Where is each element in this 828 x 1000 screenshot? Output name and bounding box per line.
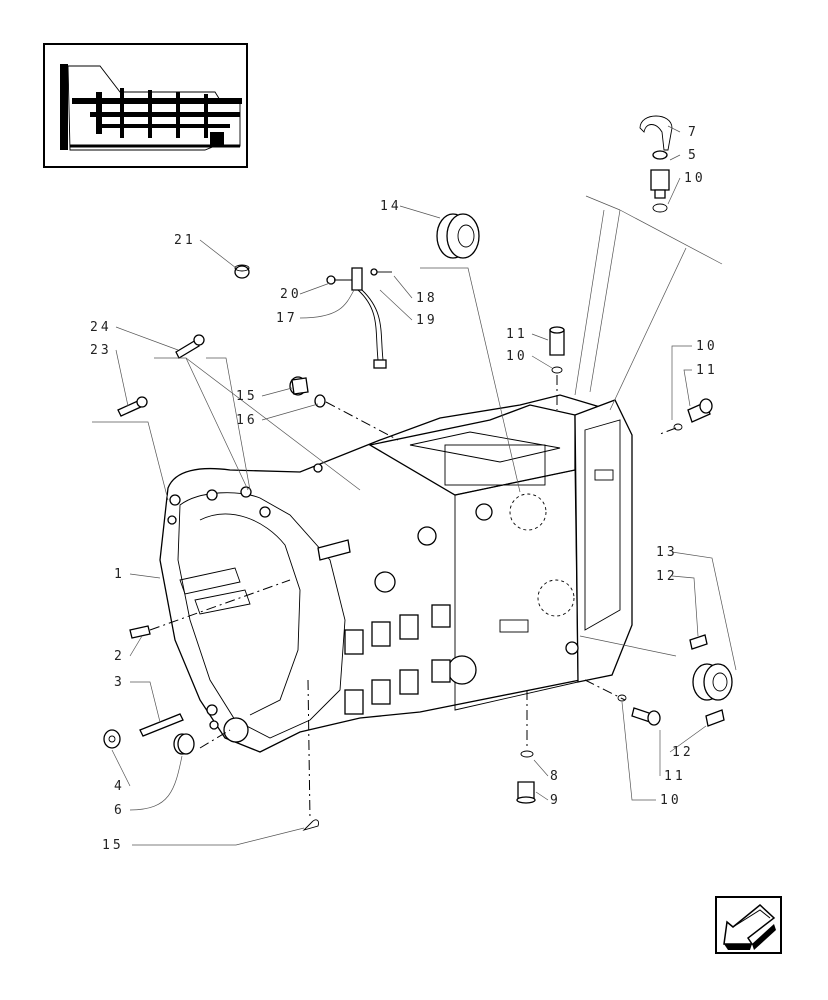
small-parts xyxy=(103,115,733,831)
axis-lines xyxy=(149,375,677,821)
callout-8: 8 xyxy=(550,769,561,784)
callout-4: 4 xyxy=(114,779,125,794)
callout-16: 15 xyxy=(236,389,258,404)
callout-11b: 11 xyxy=(696,363,718,378)
callout-7: 7 xyxy=(688,125,699,140)
callout-6: 6 xyxy=(114,803,125,818)
callout-3: 3 xyxy=(114,675,125,690)
callout-9: 9 xyxy=(550,793,561,808)
callout-labels: 7 5 10 14 21 20 18 17 19 24 11 10 23 10 … xyxy=(90,125,718,853)
callout-10c: 10 xyxy=(506,349,528,364)
callout-21: 20 xyxy=(280,287,302,302)
callout-1: 1 xyxy=(114,567,125,582)
callout-20: 19 xyxy=(416,313,438,328)
transmission-housing xyxy=(159,394,633,753)
callout-12b: 12 xyxy=(672,745,694,760)
callout-5: 5 xyxy=(688,148,699,163)
callout-11c: 11 xyxy=(664,769,686,784)
callout-15: 15 xyxy=(102,838,124,853)
prev-page-arrow-icon[interactable] xyxy=(715,896,782,954)
callout-19: 18 xyxy=(416,291,438,306)
callout-10d: 10 xyxy=(660,793,682,808)
callout-24: 24 xyxy=(90,320,112,335)
inset-thumbnail xyxy=(43,43,248,168)
callout-13: 13 xyxy=(656,545,678,560)
callout-14: 14 xyxy=(380,199,402,214)
callout-17: 16 xyxy=(236,413,258,428)
callout-10a: 10 xyxy=(684,171,706,186)
callout-12a: 12 xyxy=(656,569,678,584)
callout-22: 21 xyxy=(174,233,196,248)
callout-2: 2 xyxy=(114,649,125,664)
callout-18: 17 xyxy=(276,311,298,326)
callout-10b: 10 xyxy=(696,339,718,354)
leader-lines xyxy=(92,125,737,846)
callout-23: 23 xyxy=(90,343,112,358)
callout-11a: 11 xyxy=(506,327,528,342)
